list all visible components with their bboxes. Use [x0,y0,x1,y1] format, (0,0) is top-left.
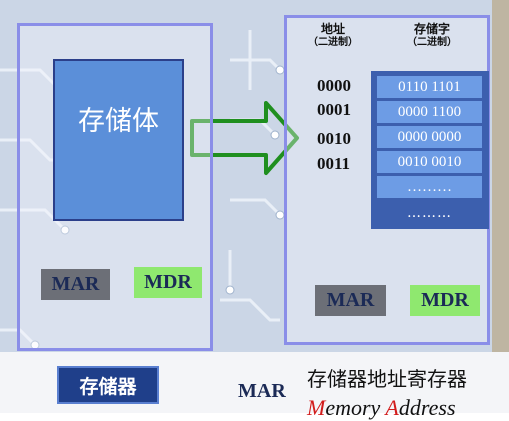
address-item: 0010 [317,129,351,148]
address-item: 0001 [317,100,351,119]
address-column-header: 地址 （二进制） [305,22,361,50]
storage-button[interactable]: 存储器 [57,366,159,404]
storage-body-label: 存储体 [78,106,159,137]
word-header-title: 存储字 [413,22,450,36]
word-column-header: 存储字 （二进制） [387,22,477,50]
address-header-title: 地址 [320,22,345,36]
memory-word-cell: 0010 0010 [377,151,482,173]
mdr-register-left: MDR [134,267,202,298]
memory-word-cell: 0110 1101 [377,76,482,98]
mar-en-letter-m: M [307,395,326,420]
mar-register-left: MAR [41,269,110,300]
memory-word-ellipsis: ……… [407,205,452,221]
mar-en-part: emory [325,395,386,420]
mar-en-letter-a: A [385,395,399,420]
mar-en-part: ddress [398,395,456,420]
memory-word-cell: 0000 1100 [377,101,482,123]
address-item: 0000 [317,76,351,95]
mdr-register-right: MDR [410,285,480,316]
word-header-sub: （二进制） [407,37,457,48]
address-item: 0011 [317,154,351,173]
memory-word-stack: 0110 1101 0000 1100 0000 0000 0010 0010 … [371,71,489,229]
mar-chinese-name: 存储器地址寄存器 [307,367,467,391]
mar-caption: MAR [238,380,286,402]
storage-body-block: 存储体 [53,59,184,221]
memory-word-cell: 0000 0000 [377,126,482,148]
memory-word-cell: ……… [377,176,482,198]
mar-english-name: Memory Address [307,395,456,421]
mar-register-right: MAR [315,285,386,316]
arrow-right-icon [190,101,299,175]
address-header-sub: （二进制） [308,37,358,48]
